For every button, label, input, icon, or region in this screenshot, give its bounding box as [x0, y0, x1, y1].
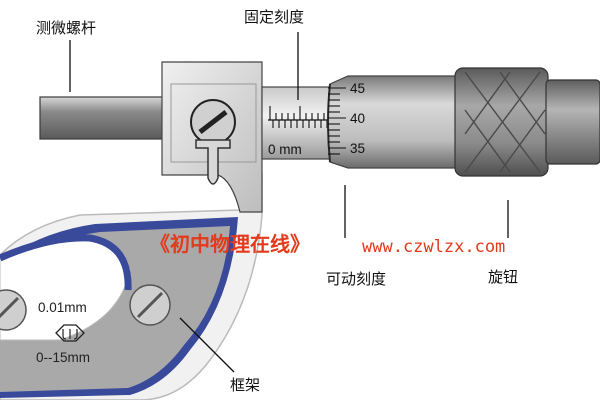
thimble-number-45: 45	[350, 81, 365, 96]
thimble	[327, 75, 461, 169]
label-spindle: 测微螺杆	[36, 19, 97, 37]
lock-lever	[195, 139, 231, 185]
watermark-url: www.czwlzx.com	[362, 237, 506, 257]
thimble-scale-ticks	[328, 87, 346, 155]
label-movable-scale: 可动刻度	[326, 270, 387, 288]
label-frame: 框架	[230, 376, 261, 394]
label-knob: 旋钮	[488, 268, 519, 286]
leader-lines	[69, 32, 509, 373]
plate-screw-left	[0, 289, 27, 331]
spindle	[39, 96, 169, 140]
watermark-site-name: 《初中物理在线》	[150, 232, 310, 256]
thimble-number-40: 40	[350, 111, 365, 126]
label-fixed-scale: 固定刻度	[244, 8, 305, 26]
thimble-number-35: 35	[350, 141, 365, 156]
knob-knurling	[464, 71, 546, 173]
sleeve-unit-label: 0 mm	[268, 142, 302, 157]
brand-logo	[55, 324, 85, 342]
ratchet-cap[interactable]	[545, 79, 600, 165]
frame-precision: 0.01mm	[38, 300, 87, 315]
frame-range: 0--15mm	[36, 350, 90, 365]
